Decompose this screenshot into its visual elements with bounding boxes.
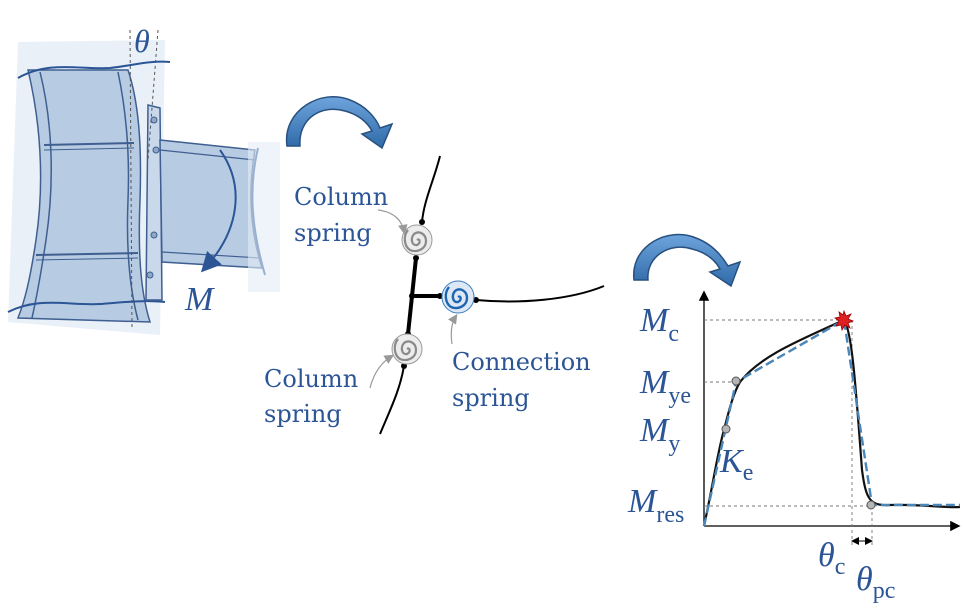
beam-column-joint [7,29,280,335]
connection-spring-label-line1: Connection [452,348,591,376]
label-my: My [639,412,680,457]
label-theta-pc: θpc [856,561,895,604]
curved-arrow-2 [633,233,742,288]
column-spring-bottom-icon [391,333,423,365]
column-spring-top-icon [401,224,433,256]
connection-spring-label-line2: spring [452,384,530,412]
label-mye: Mye [639,364,691,409]
column-spring-bottom-label-line2: spring [264,400,342,428]
label-mres: Mres [627,483,684,528]
label-ke: Ke [719,443,753,486]
column-spring-top-label-line2: spring [294,219,372,247]
rotation-theta-label: θ [134,23,150,59]
peak-marker [834,309,855,332]
spring-model [379,155,605,435]
connection-spring-icon [441,280,475,314]
idealized-curve [702,318,960,527]
moment-rotation-plot [698,290,961,546]
backbone-curve [702,318,961,527]
label-theta-c: θc [818,537,845,580]
column-spring-bottom-label-line1: Column [264,365,358,393]
curved-arrow-1 [285,95,394,150]
label-mc: Mc [639,302,679,347]
moment-m-label: M [184,281,215,318]
column-spring-top-label-line1: Column [294,183,388,211]
